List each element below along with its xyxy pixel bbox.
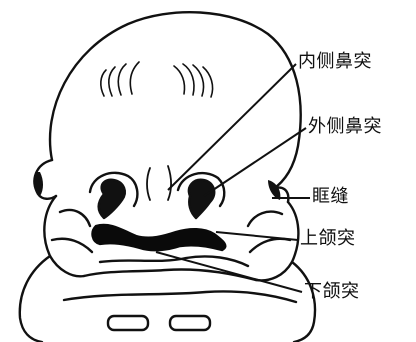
- leader-medial-nasal: [168, 64, 296, 190]
- label-lateral-nasal-prominence: 外侧鼻突: [308, 117, 382, 137]
- chest-plate-right: [170, 316, 210, 330]
- neck-left: [20, 256, 50, 342]
- stomodeum: [93, 225, 226, 250]
- mandibular-prominence: [84, 269, 256, 280]
- forehead-ridges: [101, 62, 213, 97]
- head-outline: [50, 12, 301, 190]
- leader-maxillary: [216, 232, 298, 240]
- label-medial-nasal-prominence: 内侧鼻突: [298, 52, 372, 72]
- right-nasal-pit: [189, 180, 214, 218]
- left-cheek-fold: [52, 210, 92, 252]
- label-nasolacrimal-groove: 眶缝: [312, 187, 349, 207]
- chest-plate-left: [108, 316, 148, 330]
- left-nasal-pit: [99, 180, 125, 218]
- left-maxillary-prominence: [44, 196, 84, 276]
- right-cheek-fold: [248, 212, 290, 252]
- label-maxillary-prominence: 上颌突: [300, 229, 356, 249]
- label-mandibular-prominence: 下颌突: [304, 282, 360, 302]
- medial-nasal-groove: [147, 166, 171, 200]
- chest-fold: [64, 291, 296, 302]
- left-eye-dark: [34, 172, 43, 196]
